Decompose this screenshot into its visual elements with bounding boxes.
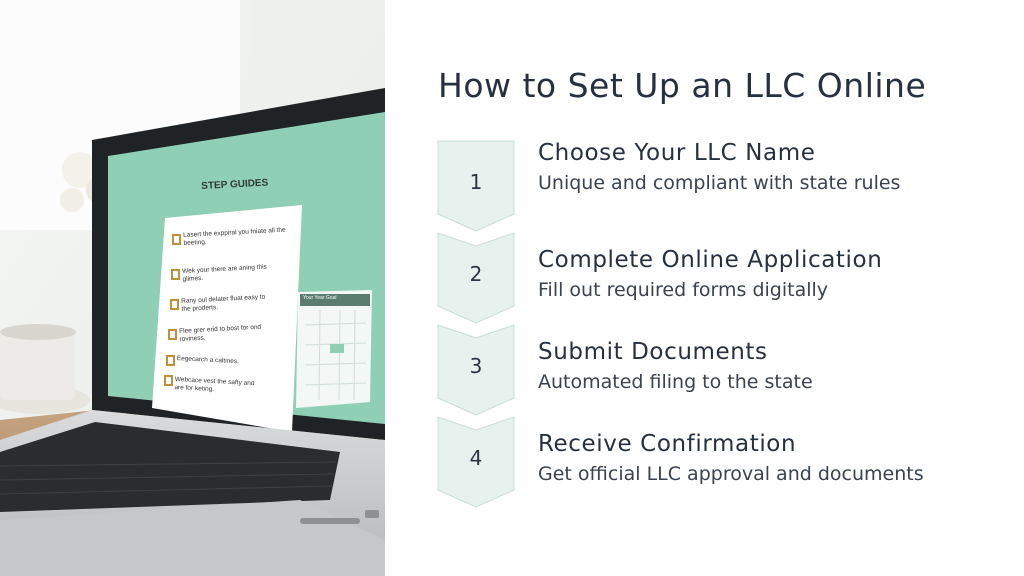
step-title: Complete Online Application <box>538 247 883 273</box>
step-number: 3 <box>469 354 483 378</box>
step-chevron <box>437 232 515 324</box>
step-title: Receive Confirmation <box>538 431 797 457</box>
step-2: 2 Complete Online Application Fill out r… <box>437 232 997 324</box>
step-chevron <box>437 140 515 232</box>
laptop-photo: STEP GUIDES Lasert the exppiral you fnia… <box>0 0 385 576</box>
laptop-side-panel-title: Your Year Goal <box>303 295 337 301</box>
step-chevron <box>437 416 515 508</box>
step-number: 2 <box>469 262 483 286</box>
step-description: Fill out required forms digitally <box>538 279 829 301</box>
step-title: Submit Documents <box>538 339 768 365</box>
step-3: 3 Submit Documents Automated filing to t… <box>437 324 997 416</box>
step-description: Unique and compliant with state rules <box>538 172 901 194</box>
step-description: Get official LLC approval and documents <box>538 463 924 485</box>
slide-title: How to Set Up an LLC Online <box>438 66 927 105</box>
step-4: 4 Receive Confirmation Get official LLC … <box>437 416 997 508</box>
step-number: 1 <box>469 170 483 194</box>
step-title: Choose Your LLC Name <box>538 140 816 166</box>
step-chevron <box>437 324 515 416</box>
step-number: 4 <box>469 446 483 470</box>
step-description: Automated filing to the state <box>538 371 813 393</box>
step-1: 1 Choose Your LLC Name Unique and compli… <box>437 140 997 232</box>
